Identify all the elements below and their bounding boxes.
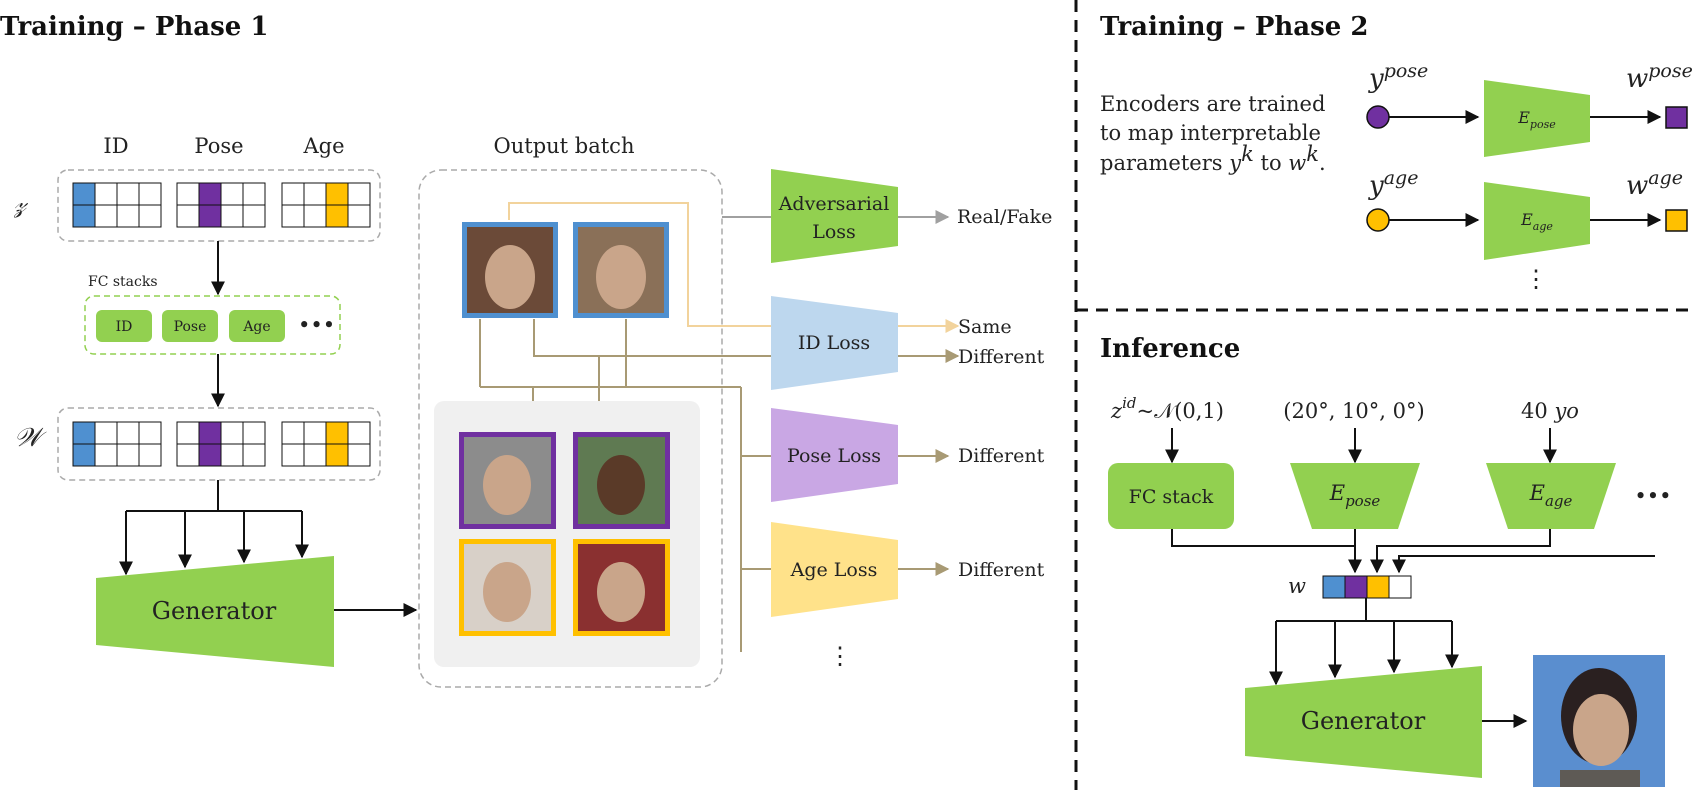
age-loss — [771, 522, 898, 617]
different-age-label: Different — [958, 559, 1045, 581]
phase1-title: Training – Phase 1 — [0, 12, 268, 42]
w-vector-group — [57, 407, 381, 481]
different-id-label: Different — [958, 346, 1045, 368]
w-space-symbol: 𝒲 — [14, 423, 47, 453]
svg-text:Generator: Generator — [1301, 707, 1426, 735]
column-label-id: ID — [103, 134, 128, 158]
svg-text:Epose: Epose — [1517, 108, 1556, 131]
column-label-age: Age — [302, 134, 344, 158]
fc-id-box — [96, 310, 152, 342]
output-batch-group — [418, 169, 723, 688]
w-pose-node — [1665, 106, 1688, 129]
phase2-desc-line1: Encoders are trained — [1100, 92, 1325, 116]
svg-text:Age: Age — [242, 319, 270, 335]
age-input-label: 40 yo — [1521, 399, 1579, 423]
w-inference-symbol: w — [1288, 574, 1306, 598]
svg-text:Loss: Loss — [812, 221, 856, 243]
svg-text:Eage: Eage — [1520, 210, 1553, 233]
pose-loss — [771, 408, 898, 502]
generator-phase1 — [96, 556, 334, 667]
w-inference-vector — [1322, 575, 1412, 599]
svg-text:ID: ID — [116, 319, 133, 335]
encoder-pose-phase2 — [1484, 80, 1590, 157]
face-image-pose-1 — [459, 432, 556, 529]
fc-stacks-label: FC stacks — [88, 274, 158, 290]
fc-stack-inference — [1108, 463, 1234, 529]
more-losses-dots: ⋮ — [828, 642, 852, 670]
svg-text:Age Loss: Age Loss — [790, 559, 878, 581]
w-pose-label: wpose — [1626, 60, 1693, 94]
w-vector — [72, 421, 371, 467]
inference-title: Inference — [1100, 334, 1240, 364]
fc-age-box — [229, 310, 285, 342]
adversarial-loss — [771, 169, 898, 263]
fc-pose-box — [162, 310, 218, 342]
inference-output-face — [1533, 655, 1665, 787]
svg-text:Adversarial: Adversarial — [778, 193, 890, 215]
phase2-more-dots: ⋮ — [1524, 265, 1548, 293]
phase2-title: Training – Phase 2 — [1100, 12, 1368, 42]
face-image-age-1 — [459, 539, 556, 636]
face-image-age-2 — [573, 539, 670, 636]
svg-text:Epose: Epose — [1329, 481, 1381, 510]
y-age-node — [1366, 208, 1390, 232]
inference-more-dots: ••• — [1634, 484, 1671, 508]
z-space-symbol: 𝓏 — [13, 189, 29, 219]
w-age-node — [1665, 209, 1688, 232]
svg-text:ID Loss: ID Loss — [798, 332, 870, 354]
svg-text:Eage: Eage — [1529, 481, 1573, 510]
encoder-age-phase2 — [1484, 182, 1590, 260]
real-fake-label: Real/Fake — [957, 206, 1052, 228]
face-image-2 — [573, 222, 669, 318]
encoder-pose-inference — [1290, 463, 1420, 529]
id-loss — [771, 296, 898, 390]
fc-stacks-group — [84, 295, 341, 355]
face-image-1 — [462, 222, 558, 318]
encoder-age-inference — [1486, 463, 1616, 529]
generator-inference — [1245, 666, 1482, 778]
z-id-input-label: zid~𝒩(0,1) — [1110, 394, 1224, 423]
svg-text:Pose: Pose — [174, 319, 207, 335]
fc-more-dots: ••• — [298, 313, 335, 337]
phase2-desc-line3: parameters yk to wk. — [1100, 142, 1326, 175]
svg-text:Pose Loss: Pose Loss — [787, 445, 881, 467]
z-vector — [72, 182, 371, 228]
y-pose-label: ypose — [1368, 60, 1428, 94]
w-age-label: wage — [1626, 167, 1683, 201]
different-pose-label: Different — [958, 445, 1045, 467]
svg-text:Generator: Generator — [152, 597, 277, 625]
pose-input-label: (20°, 10°, 0°) — [1283, 399, 1424, 423]
same-label: Same — [958, 316, 1012, 338]
face-image-pose-2 — [573, 432, 670, 529]
svg-text:FC stack: FC stack — [1129, 486, 1214, 508]
y-pose-node — [1366, 105, 1390, 129]
output-batch-label: Output batch — [494, 134, 635, 158]
y-age-label: yage — [1368, 167, 1418, 201]
column-label-pose: Pose — [194, 134, 243, 158]
phase2-desc-line2: to map interpretable — [1100, 121, 1321, 145]
